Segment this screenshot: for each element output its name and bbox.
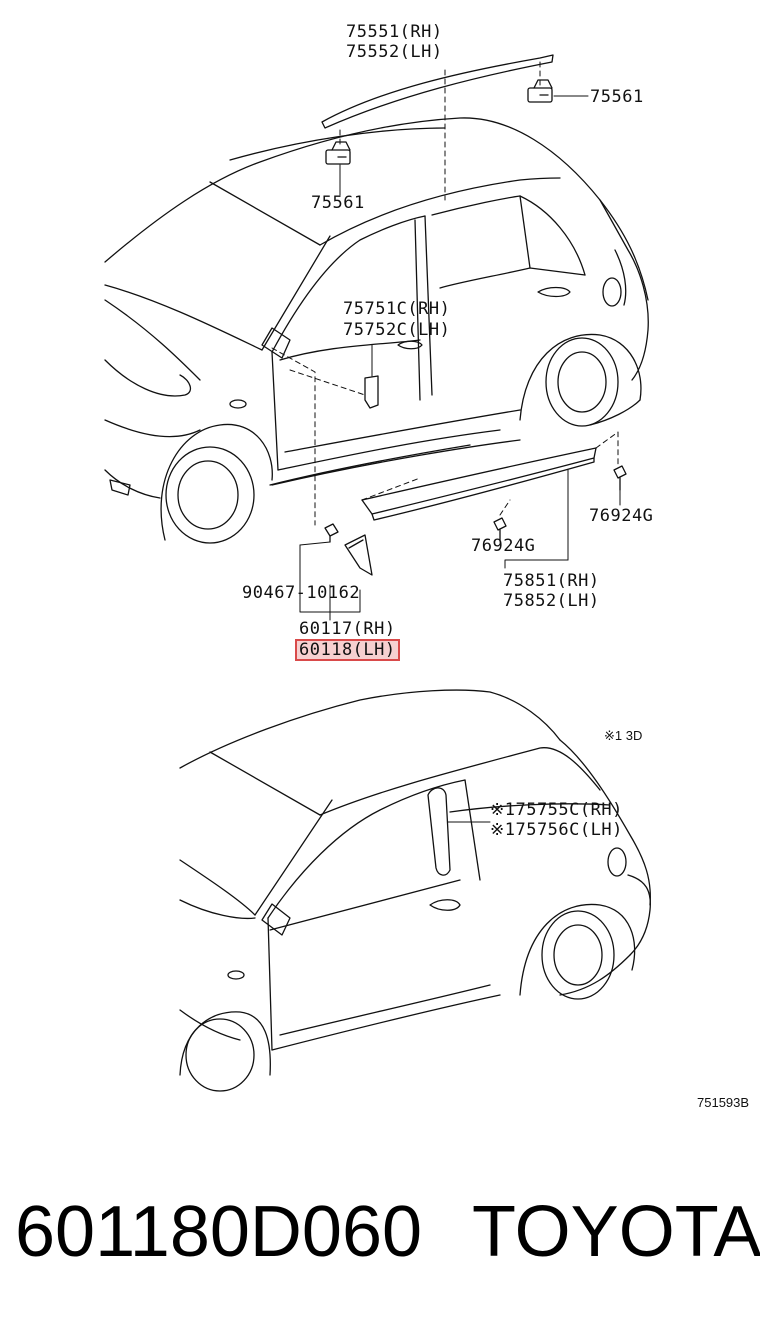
label-90467: 90467-10162	[242, 583, 361, 603]
brand-name: TOYOTA	[472, 1192, 760, 1272]
label-75756c: ※175756C(LH)	[490, 820, 623, 840]
note-3d: ※1 3D	[604, 728, 643, 743]
car-5door-drawing	[105, 118, 648, 543]
label-76924g-mid: 76924G	[471, 536, 536, 556]
label-60118-highlighted[interactable]: 60118(LH)	[295, 639, 400, 661]
diagram-code: 751593B	[697, 1095, 750, 1110]
label-75751c: 75751C(RH)	[343, 299, 451, 319]
part-number: 601180D060	[15, 1192, 423, 1272]
label-75755c: ※175755C(RH)	[490, 800, 623, 820]
roof-rail-bracket-left	[326, 142, 350, 164]
roof-rail-bracket-right	[528, 80, 552, 102]
label-75752c: 75752C(LH)	[343, 320, 451, 340]
b-pillar-garnish-part	[428, 788, 450, 875]
clip-76924g-mid	[494, 518, 506, 540]
car-3door-drawing	[180, 690, 650, 1091]
label-75561-left: 75561	[311, 193, 365, 213]
parts-diagram	[0, 0, 760, 1120]
rocker-molding-part	[362, 448, 596, 520]
front-pillar-cover-part	[345, 535, 372, 575]
label-75852: 75852(LH)	[503, 591, 600, 611]
label-75561-right: 75561	[590, 87, 644, 107]
label-60117: 60117(RH)	[299, 619, 396, 639]
label-76924g-right: 76924G	[589, 506, 654, 526]
label-75552: 75552(LH)	[346, 42, 443, 62]
roof-rail-part	[322, 55, 553, 128]
window-clip-part	[365, 376, 378, 408]
label-75551: 75551(RH)	[346, 22, 443, 42]
label-75851: 75851(RH)	[503, 571, 600, 591]
clip-90467	[325, 524, 338, 542]
clip-76924g-right	[614, 466, 626, 490]
